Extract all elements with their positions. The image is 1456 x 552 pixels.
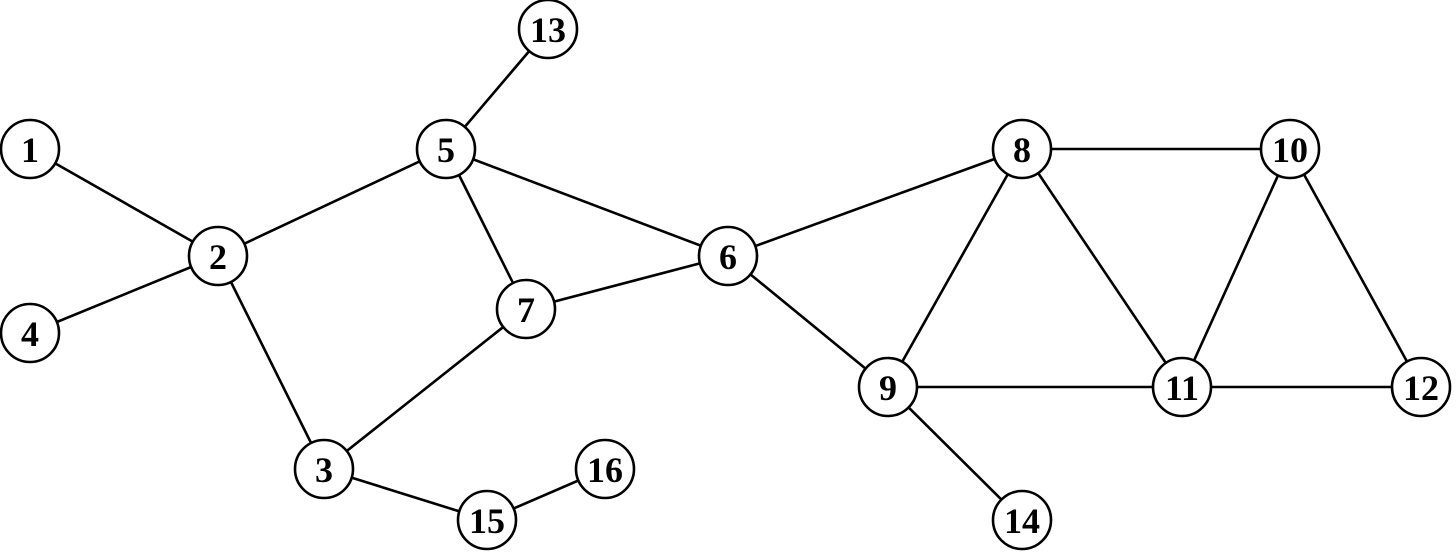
node-label-14: 14 — [1004, 501, 1040, 541]
node-circle-13 — [517, 0, 579, 60]
node-1: 1 — [0, 118, 61, 180]
edge-5-6 — [445, 147, 729, 258]
node-6: 6 — [697, 225, 759, 287]
node-circle-7 — [495, 278, 557, 340]
node-circle-14 — [991, 489, 1053, 551]
node-12: 12 — [1390, 356, 1452, 418]
node-circle-1 — [0, 118, 61, 180]
node-circle-8 — [991, 118, 1053, 180]
node-2: 2 — [187, 225, 249, 287]
edge-10-11 — [1180, 148, 1292, 388]
edge-9-14 — [887, 386, 1023, 521]
edge-6-9 — [727, 254, 889, 389]
node-circle-2 — [187, 225, 249, 287]
node-label-4: 4 — [21, 314, 39, 354]
node-label-16: 16 — [587, 450, 623, 490]
node-label-7: 7 — [517, 290, 535, 330]
edge-7-6 — [525, 254, 729, 311]
node-7: 7 — [495, 278, 557, 340]
node-circle-3 — [293, 438, 355, 500]
edge-7-3 — [323, 307, 527, 471]
node-label-8: 8 — [1013, 130, 1031, 170]
node-8: 8 — [991, 118, 1053, 180]
node-circle-15 — [456, 489, 518, 551]
node-14: 14 — [991, 489, 1053, 551]
node-label-13: 13 — [530, 10, 566, 50]
node-label-10: 10 — [1272, 130, 1308, 170]
node-16: 16 — [574, 438, 636, 500]
node-9: 9 — [857, 356, 919, 418]
edge-10-12 — [1288, 148, 1423, 388]
node-label-11: 11 — [1165, 368, 1199, 408]
node-13: 13 — [517, 0, 579, 60]
node-circle-16 — [574, 438, 636, 500]
node-circle-4 — [0, 302, 61, 364]
edge-6-8 — [727, 147, 1023, 258]
edge-8-11 — [1020, 148, 1184, 388]
node-4: 4 — [0, 302, 61, 364]
node-circle-5 — [415, 118, 477, 180]
node-5: 5 — [415, 118, 477, 180]
node-label-1: 1 — [21, 130, 39, 170]
node-15: 15 — [456, 489, 518, 551]
node-circle-11 — [1151, 356, 1213, 418]
node-10: 10 — [1259, 118, 1321, 180]
node-3: 3 — [293, 438, 355, 500]
node-circle-10 — [1259, 118, 1321, 180]
node-label-2: 2 — [209, 237, 227, 277]
node-label-15: 15 — [469, 501, 505, 541]
node-circle-6 — [697, 225, 759, 287]
edge-4-2 — [29, 254, 219, 335]
edge-2-5 — [217, 147, 447, 258]
node-label-5: 5 — [437, 130, 455, 170]
edge-8-9 — [886, 148, 1024, 388]
node-label-9: 9 — [879, 368, 897, 408]
node-label-12: 12 — [1403, 368, 1439, 408]
node-circle-9 — [857, 356, 919, 418]
node-label-3: 3 — [315, 450, 333, 490]
edge-1-2 — [29, 147, 219, 258]
edge-2-3 — [216, 255, 326, 470]
node-label-6: 6 — [719, 237, 737, 277]
node-11: 11 — [1151, 356, 1213, 418]
node-circle-12 — [1390, 356, 1452, 418]
